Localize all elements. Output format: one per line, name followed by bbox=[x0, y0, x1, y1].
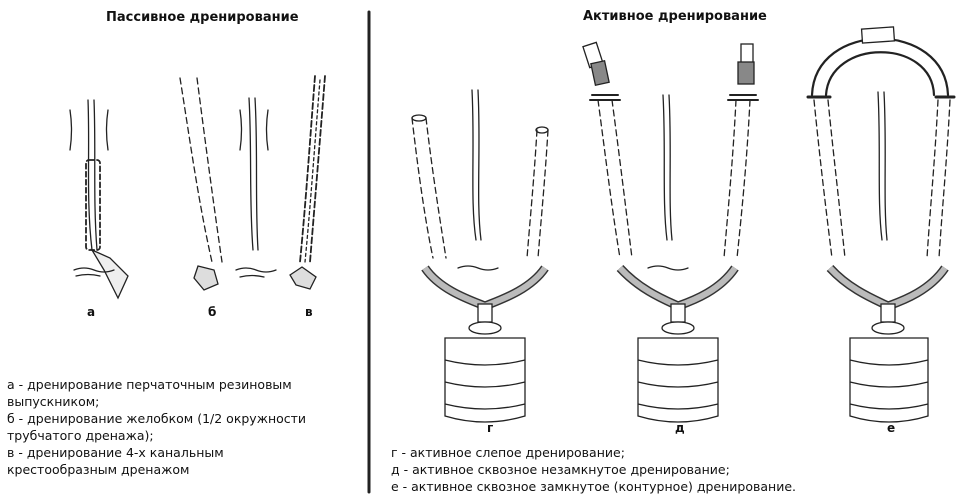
legend-line: выпускником; bbox=[7, 393, 306, 410]
active-drain-d bbox=[583, 42, 758, 270]
legend-line: а - дренирование перчаточным резиновым bbox=[7, 376, 306, 393]
label-a: а bbox=[87, 305, 95, 319]
reservoir-d bbox=[620, 268, 735, 422]
reservoir-e bbox=[830, 268, 945, 422]
passive-drain-v bbox=[290, 76, 325, 289]
legend-line: б - дренирование желобком (1/2 окружност… bbox=[7, 410, 306, 427]
legend-line: д - активное сквозное незамкнутое дренир… bbox=[391, 461, 796, 478]
passive-drain-b bbox=[180, 78, 222, 290]
passive-drain-center bbox=[236, 98, 276, 277]
legend-line: е - активное сквозное замкнутое (контурн… bbox=[391, 478, 796, 495]
active-drain-g bbox=[412, 90, 548, 270]
legend-line: в - дренирование 4-х канальным bbox=[7, 444, 306, 461]
legend-line: г - активное слепое дренирование; bbox=[391, 444, 796, 461]
label-e: е bbox=[887, 421, 895, 435]
reservoir-g bbox=[425, 268, 545, 422]
title-passive: Пассивное дренирование bbox=[106, 10, 299, 25]
title-active: Активное дренирование bbox=[583, 9, 767, 24]
active-drain-e bbox=[808, 27, 954, 258]
passive-drain-a bbox=[70, 100, 128, 298]
legend-passive: а - дренирование перчаточным резиновым в… bbox=[7, 376, 306, 478]
legend-line: крестообразным дренажом bbox=[7, 461, 306, 478]
legend-active: г - активное слепое дренирование; д - ак… bbox=[391, 444, 796, 495]
label-g: г bbox=[487, 421, 493, 435]
legend-line: трубчатого дренажа); bbox=[7, 427, 306, 444]
label-v: в bbox=[305, 305, 313, 319]
label-d: д bbox=[675, 421, 685, 435]
label-b: б bbox=[208, 305, 216, 319]
